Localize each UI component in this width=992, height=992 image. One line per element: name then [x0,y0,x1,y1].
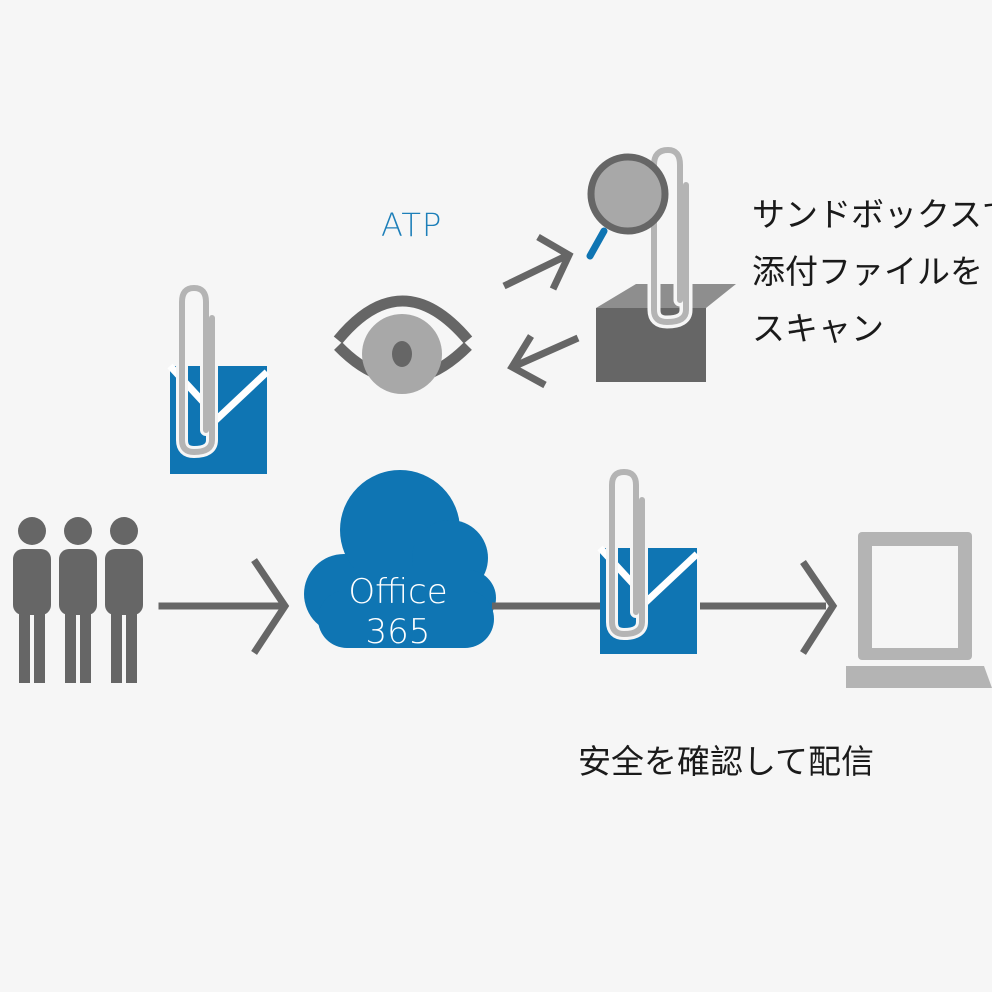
cloud-icon [304,470,496,648]
user-figure-icon [59,517,97,683]
laptop-icon [846,532,992,688]
cloud-label: Office 365 [348,572,448,652]
email-attachment-icon [597,465,700,654]
sandbox-caption: サンドボックスで 添付ファイルを スキャン [752,186,992,357]
sandbox-caption-line: スキャン [752,309,884,348]
atp-label: ATP [381,206,443,244]
deliver-caption: 安全を確認して配信 [578,742,875,781]
paperclip-icon [647,143,693,329]
users-group-icon [13,517,143,683]
eye-icon [333,295,473,394]
sandbox-caption-line: 添付ファイルを [752,252,983,291]
arrow-right-icon [700,560,838,655]
magnifier-icon [586,153,669,260]
sandbox-box-icon [586,143,736,382]
user-figure-icon [105,517,143,683]
sandbox-caption-line: サンドボックスで [752,195,992,234]
paperclip-icon [606,465,648,641]
arrow-to-sandbox-icon [502,233,574,291]
arrow-right-icon [158,558,290,655]
arrow-from-sandbox-icon [507,334,580,389]
email-attachment-icon [167,281,270,474]
paperclip-icon [176,281,218,459]
user-figure-icon [13,517,51,683]
